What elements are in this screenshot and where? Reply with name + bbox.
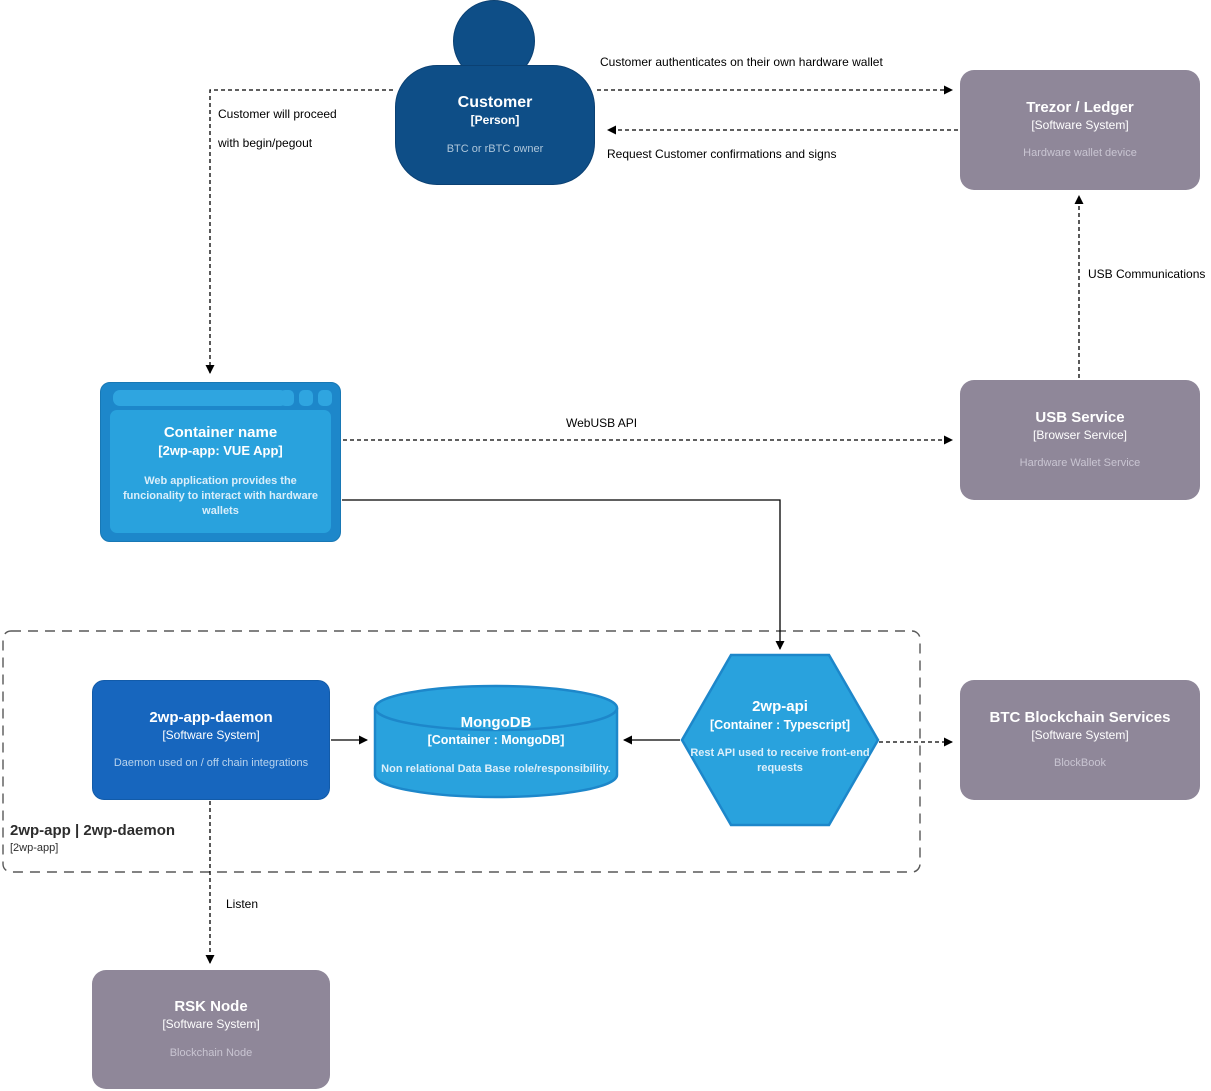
- customer-person[interactable]: Customer [Person] BTC or rBTC owner: [395, 65, 595, 185]
- edge-label-usb-comm: USB Communications: [1088, 267, 1206, 281]
- boundary-title: 2wp-app | 2wp-daemon: [10, 822, 176, 839]
- edge-label-auth: Customer authenticates on their own hard…: [600, 55, 883, 69]
- edge-container-api: [342, 499, 785, 650]
- daemon-box[interactable]: 2wp-app-daemon [Software System] Daemon …: [92, 680, 330, 800]
- node-subtitle: [Container : Typescript]: [709, 717, 851, 732]
- boundary-subtitle: [2wp-app]: [10, 842, 59, 854]
- browser-button-3: [318, 390, 332, 406]
- node-description: Hardware Wallet Service: [1019, 457, 1141, 470]
- node-subtitle: [Container : MongoDB]: [427, 733, 565, 748]
- node-subtitle: [Software System]: [162, 727, 260, 742]
- node-description: Web application provides the funcionalit…: [123, 475, 318, 517]
- node-title: RSK Node: [174, 998, 248, 1016]
- api-hexagon-text[interactable]: 2wp-api [Container : Typescript] Rest AP…: [688, 672, 872, 802]
- browser-button-2: [299, 390, 313, 406]
- node-subtitle: [Software System]: [1031, 727, 1129, 742]
- node-description: BTC or rBTC owner: [446, 142, 544, 155]
- browser-address-bar: [113, 390, 287, 406]
- edge-label-proceed-2: with begin/pegout: [218, 136, 313, 150]
- node-title: Customer: [457, 94, 533, 112]
- edge-label-webusb: WebUSB API: [566, 416, 638, 430]
- container-browser-window[interactable]: Container name [2wp-app: VUE App] Web ap…: [100, 382, 341, 542]
- boundary-label: 2wp-app | 2wp-daemon [2wp-app]: [10, 822, 175, 854]
- node-description: Daemon used on / off chain integrations: [113, 757, 309, 770]
- node-subtitle: [Software System]: [1031, 117, 1129, 132]
- trezor-ledger-box[interactable]: Trezor / Ledger [Software System] Hardwa…: [960, 70, 1200, 190]
- node-description: Blockchain Node: [169, 1046, 253, 1059]
- usb-service-box[interactable]: USB Service [Browser Service] Hardware W…: [960, 380, 1200, 500]
- browser-button-1: [280, 390, 294, 406]
- btc-blockchain-box[interactable]: BTC Blockchain Services [Software System…: [960, 680, 1200, 800]
- node-title: MongoDB: [460, 713, 532, 731]
- node-subtitle: [Software System]: [162, 1017, 260, 1032]
- node-description: Rest API used to receive front-end reque…: [690, 747, 870, 774]
- node-title: USB Service: [1035, 408, 1125, 426]
- node-subtitle: [Browser Service]: [1032, 427, 1128, 442]
- node-title: Container name: [163, 424, 278, 442]
- edge-label-listen: Listen: [226, 897, 259, 911]
- node-subtitle: [2wp-app: VUE App]: [158, 443, 283, 459]
- mongodb-cylinder-text[interactable]: MongoDB [Container : MongoDB] Non relati…: [380, 700, 612, 790]
- edge-label-request: Request Customer confirmations and signs: [607, 147, 837, 161]
- node-title: 2wp-app-daemon: [149, 708, 273, 726]
- rsk-node-box[interactable]: RSK Node [Software System] Blockchain No…: [92, 970, 330, 1089]
- node-title: 2wp-api: [752, 698, 808, 716]
- node-subtitle: [Person]: [470, 113, 520, 128]
- node-description: BlockBook: [1054, 757, 1106, 770]
- node-title: BTC Blockchain Services: [989, 708, 1171, 726]
- edge-proceed: [205, 89, 393, 374]
- node-description: Non relational Data Base role/responsibi…: [381, 762, 611, 775]
- node-description: Hardware wallet device: [1023, 147, 1137, 160]
- edge-label-proceed-1: Customer will proceed: [218, 107, 337, 121]
- browser-content-panel: Container name [2wp-app: VUE App] Web ap…: [110, 410, 331, 533]
- node-title: Trezor / Ledger: [1026, 98, 1134, 116]
